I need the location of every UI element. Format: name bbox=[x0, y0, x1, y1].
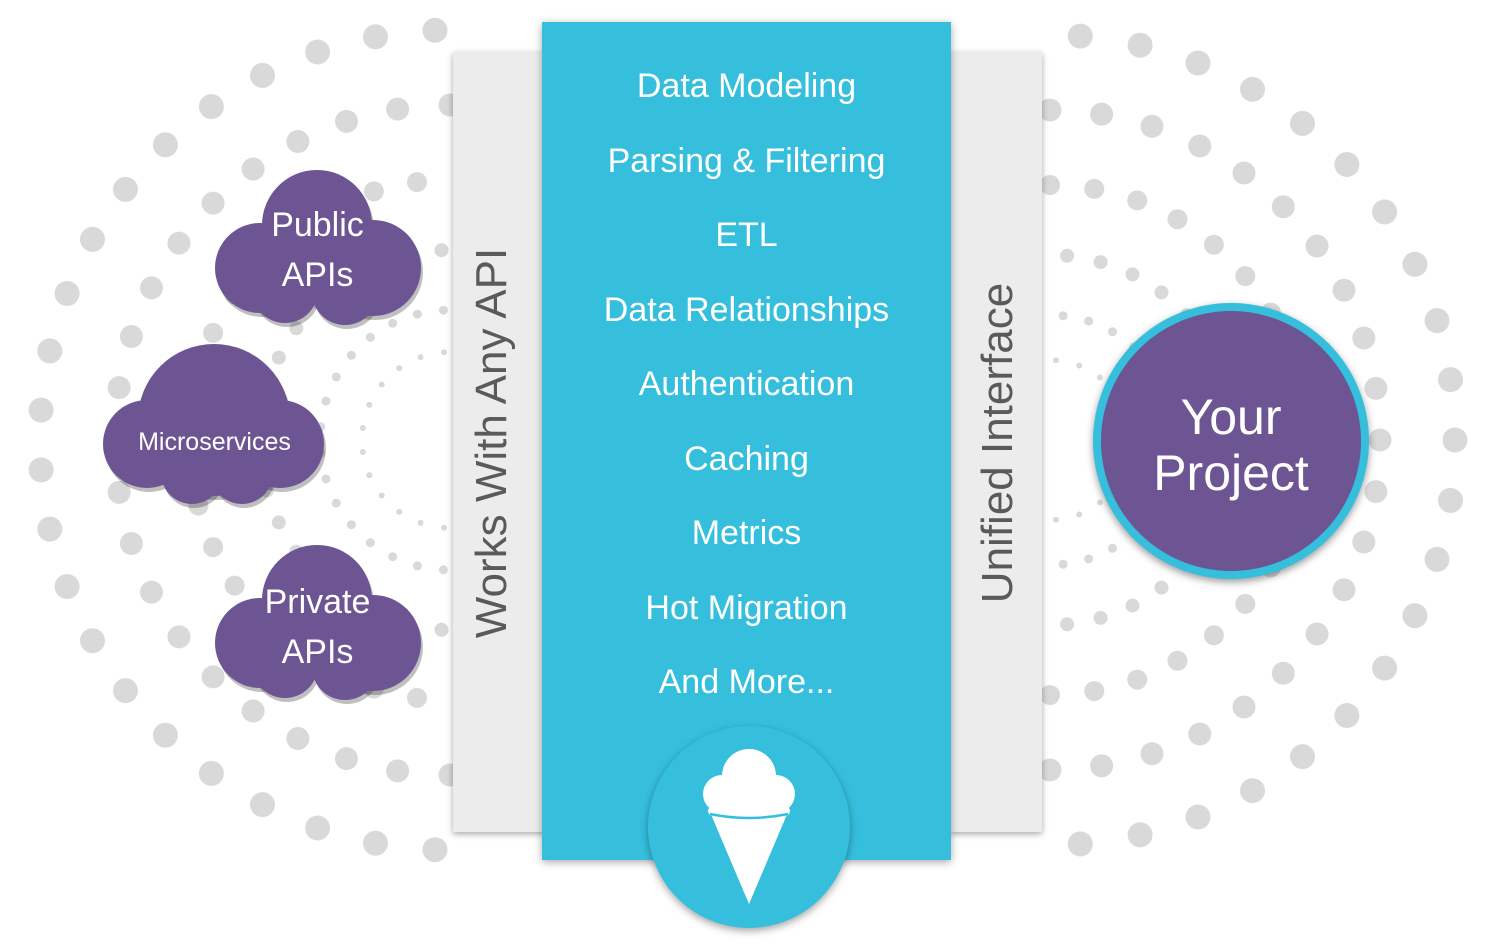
your-project-circle: Your Project bbox=[1093, 303, 1369, 579]
public-apis-line1: Public bbox=[271, 206, 364, 244]
feature-item-data-relationships: Data Relationships bbox=[603, 291, 890, 329]
your-project-line1: Your bbox=[1180, 389, 1282, 445]
feature-item-parsing-filtering: Parsing & Filtering bbox=[607, 142, 886, 180]
private-apis-line1: Private bbox=[264, 583, 371, 621]
ice-cream-cone-icon bbox=[703, 749, 795, 904]
private-apis-cloud: Private APIs bbox=[205, 545, 430, 705]
unified-interface-panel bbox=[950, 52, 1042, 832]
microservices-cloud: Microservices bbox=[102, 344, 327, 510]
feature-item-hot-migration: Hot Migration bbox=[645, 589, 848, 627]
logo-badge bbox=[648, 726, 850, 928]
feature-item-caching: Caching bbox=[684, 440, 809, 478]
microservices-label: Microservices bbox=[138, 428, 291, 456]
feature-item-data-modeling: Data Modeling bbox=[636, 67, 857, 105]
private-apis-line2: APIs bbox=[281, 633, 354, 671]
feature-item-etl: ETL bbox=[715, 216, 778, 254]
unified-interface-label: Unified Interface bbox=[973, 282, 1022, 604]
feature-item-metrics: Metrics bbox=[691, 514, 802, 552]
features-panel: Data Modeling Parsing & Filtering ETL Da… bbox=[542, 22, 951, 860]
works-with-any-api-panel bbox=[453, 52, 545, 832]
feature-item-authentication: Authentication bbox=[638, 365, 855, 403]
public-apis-cloud: Public APIs bbox=[205, 170, 430, 330]
your-project-line2: Project bbox=[1153, 445, 1309, 501]
public-apis-line2: APIs bbox=[281, 256, 354, 294]
works-with-any-api-label: Works With Any API bbox=[467, 247, 516, 639]
feature-item-and-more: And More... bbox=[658, 663, 835, 701]
